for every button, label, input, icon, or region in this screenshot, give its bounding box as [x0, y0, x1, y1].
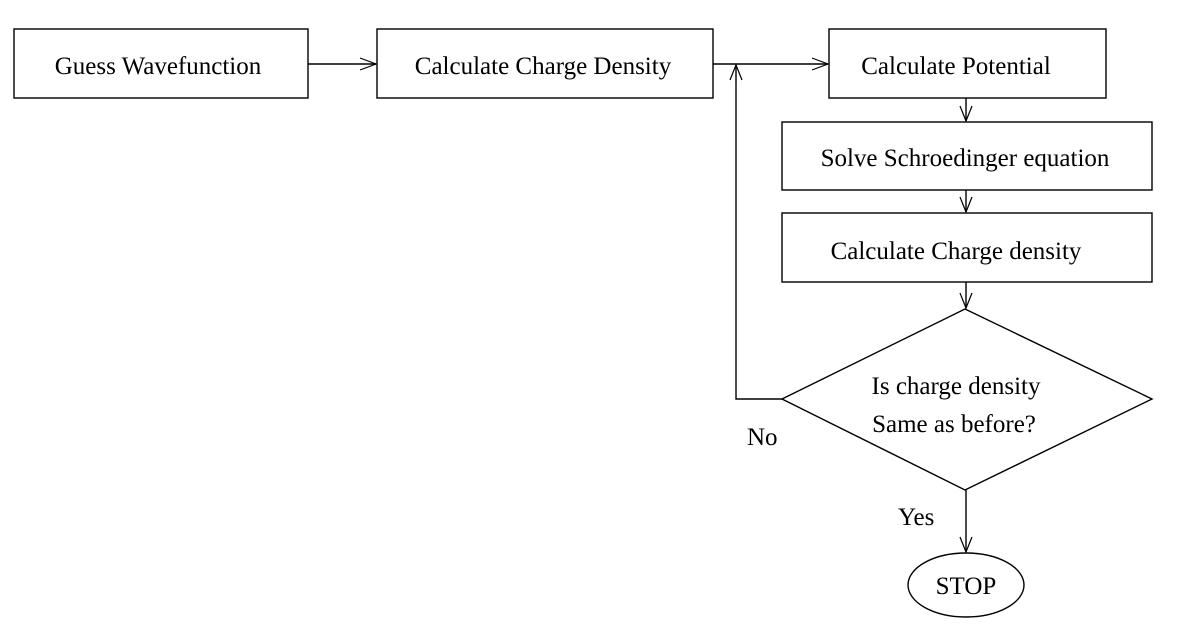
arrowhead-icon [811, 57, 830, 71]
arrowhead-icon [959, 292, 973, 310]
arrowhead-icon [959, 196, 973, 214]
edge-guess-to-density [308, 57, 378, 71]
decision-label-line1: Is charge density [872, 373, 1041, 400]
arrowhead-icon [729, 63, 743, 81]
arrowhead-icon [959, 105, 973, 123]
node-solve-schroedinger: Solve Schroedinger equation [781, 121, 1153, 191]
node-stop-label: STOP [936, 573, 997, 600]
node-calculate-potential-label: Calculate Potential [861, 53, 1051, 80]
node-calculate-potential: Calculate Potential [828, 28, 1107, 99]
arrowhead-icon [359, 57, 378, 71]
edge-yes-to-stop: Yes [898, 490, 973, 554]
node-guess-wavefunction: Guess Wavefunction [13, 28, 309, 99]
node-stop: STOP [907, 552, 1025, 618]
edge-density-to-potential [713, 57, 830, 71]
node-guess-wavefunction-label: Guess Wavefunction [55, 53, 262, 80]
edge-no-label: No [747, 424, 778, 451]
node-calculate-charge-density-2: Calculate Charge density [781, 212, 1153, 283]
edge-density2-to-decision [959, 282, 973, 310]
edge-yes-label: Yes [898, 504, 934, 531]
node-calculate-charge-density: Calculate Charge Density [376, 28, 714, 99]
node-calculate-charge-density-label: Calculate Charge Density [415, 53, 672, 80]
edge-schroedinger-to-density2 [959, 190, 973, 214]
arrowhead-icon [959, 536, 973, 554]
node-solve-schroedinger-label: Solve Schroedinger equation [821, 145, 1110, 172]
node-decision: Is charge density Same as before? [780, 308, 1154, 491]
decision-label-line2: Same as before? [872, 411, 1036, 438]
edge-potential-to-schroedinger [959, 98, 973, 123]
edge-no-loop: No [729, 63, 782, 451]
node-calculate-charge-density-2-label: Calculate Charge density [831, 238, 1082, 265]
